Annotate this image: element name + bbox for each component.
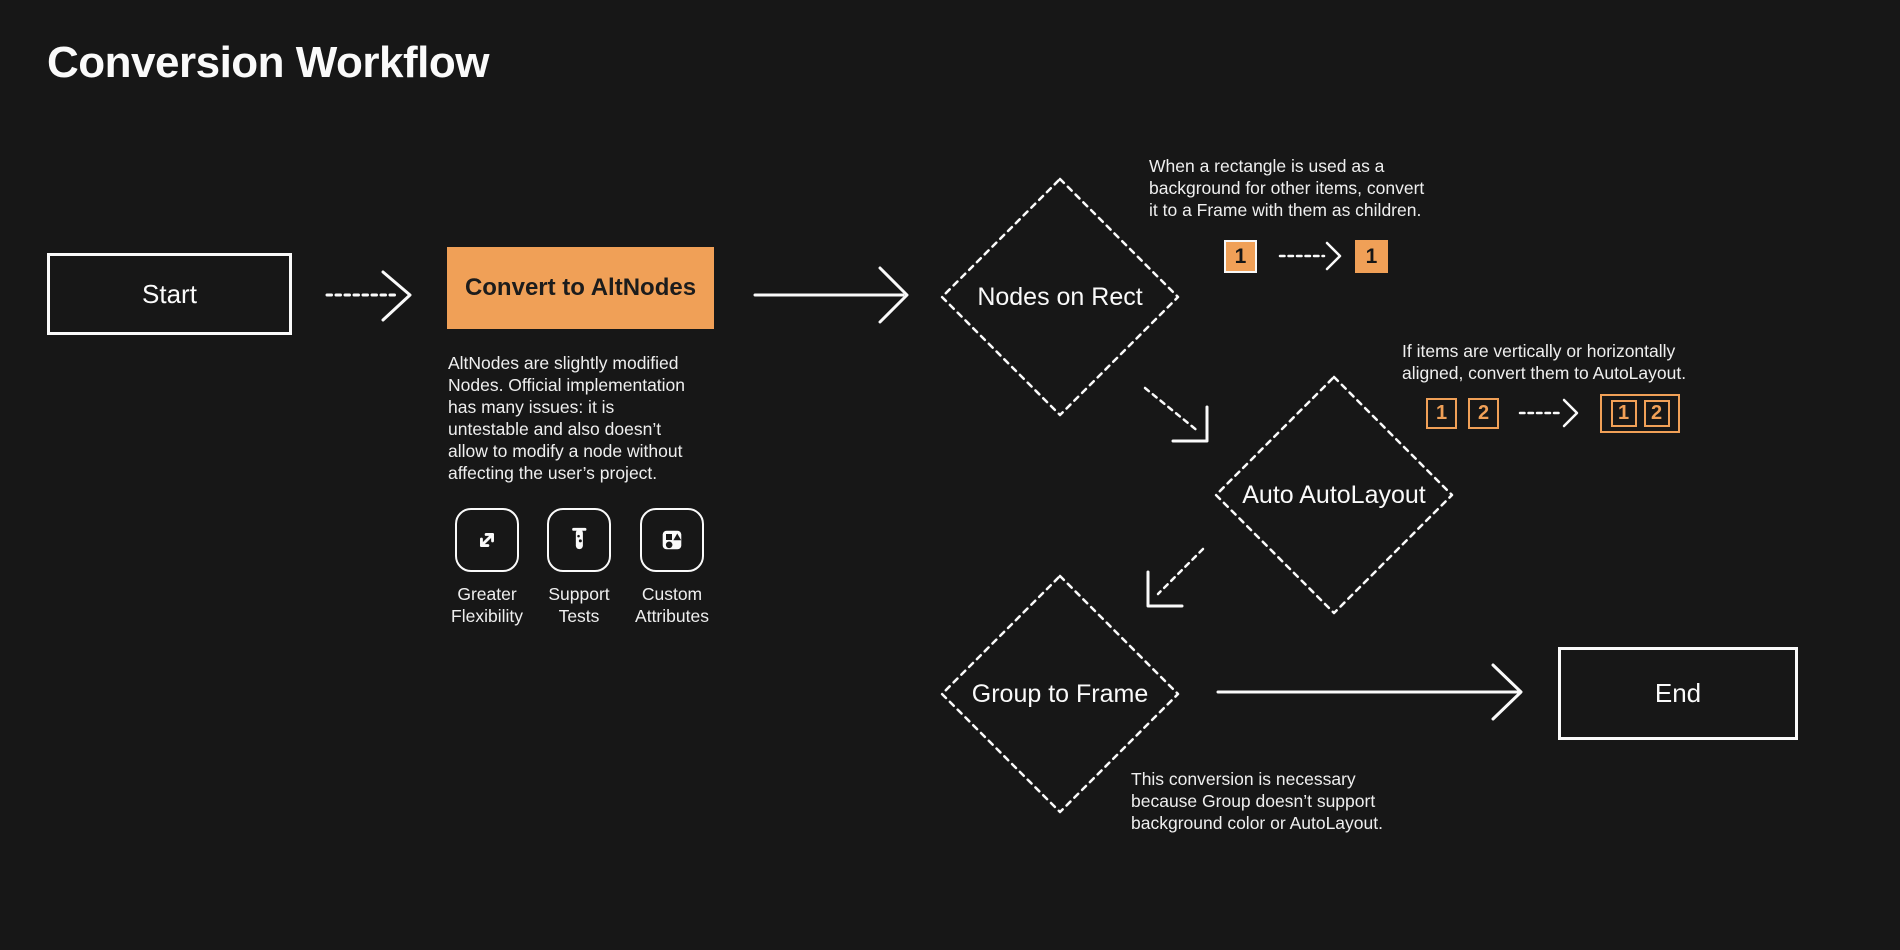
autolayout-demo-item-1: 1	[1426, 398, 1457, 429]
autolayout-demo-group-box: 1 2	[1600, 394, 1680, 433]
expand-arrows-icon	[455, 508, 519, 572]
group-to-frame-node: Group to Frame	[942, 576, 1178, 812]
rect-demo-after-box: 1	[1355, 240, 1388, 273]
group-to-frame-label: Group to Frame	[971, 679, 1149, 708]
rect-demo-before-box: 1	[1224, 240, 1257, 273]
nodes-on-rect-node: Nodes on Rect	[942, 179, 1178, 415]
arrow-start-to-convert	[325, 270, 412, 322]
start-node-label: Start	[142, 278, 197, 309]
page-title: Conversion Workflow	[47, 38, 489, 87]
nodes-on-rect-label: Nodes on Rect	[977, 282, 1143, 311]
rect-annotation: When a rectangle is used as a background…	[1149, 156, 1425, 220]
altnodes-description: AltNodes are slightly modified Nodes. Of…	[448, 353, 686, 483]
autolayout-demo-grouped-item-2: 2	[1643, 400, 1670, 427]
autolayout-annotation: If items are vertically or horizontally …	[1402, 341, 1687, 383]
arrow-group-to-end	[1216, 663, 1523, 721]
autolayout-demo-grouped-item-1: 1	[1610, 400, 1637, 427]
feature-label: Custom Attributes	[635, 584, 709, 626]
arrow-rect-demo	[1278, 241, 1342, 271]
start-node: Start	[47, 253, 292, 335]
feature-label: Support Tests	[548, 584, 610, 626]
end-node: End	[1558, 647, 1798, 740]
shapes-icon	[640, 508, 704, 572]
test-tube-icon	[547, 508, 611, 572]
convert-to-altnodes-node: Convert to AltNodes	[447, 247, 714, 329]
end-node-label: End	[1654, 678, 1702, 708]
convert-node-label: Convert to AltNodes	[464, 274, 697, 301]
auto-autolayout-label: Auto AutoLayout	[1242, 480, 1426, 509]
autolayout-demo-item-2: 2	[1468, 398, 1499, 429]
feature-support-tests: Support Tests	[531, 508, 627, 627]
feature-greater-flexibility: Greater Flexibility	[439, 508, 535, 627]
arrow-convert-to-rect	[753, 266, 909, 324]
feature-custom-attributes: Custom Attributes	[624, 508, 720, 627]
group-annotation: This conversion is necessary because Gro…	[1131, 769, 1383, 833]
feature-label: Greater Flexibility	[451, 584, 523, 626]
arrow-autolayout-demo	[1518, 398, 1579, 428]
auto-autolayout-node: Auto AutoLayout	[1216, 377, 1452, 613]
